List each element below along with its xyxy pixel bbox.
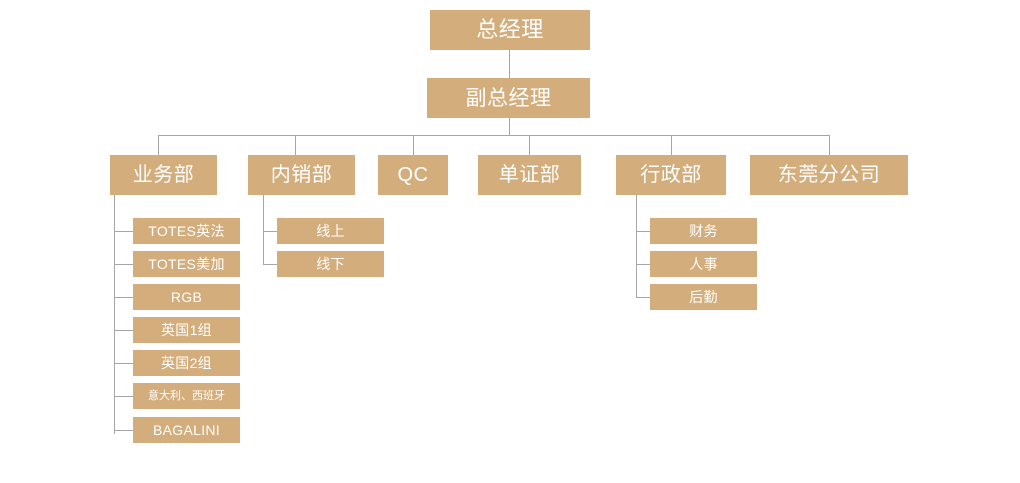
connector-business-spine — [114, 195, 115, 434]
node-domestic-sales-department[interactable]: 内销部 — [248, 155, 355, 195]
connector-business-stub-3 — [114, 297, 133, 298]
connector-administration-stub-1 — [636, 231, 650, 232]
node-qc-department[interactable]: QC — [378, 155, 448, 195]
leaf-finance[interactable]: 财务 — [650, 218, 757, 244]
leaf-logistics[interactable]: 后勤 — [650, 284, 757, 310]
connector-business-stub-7 — [114, 430, 133, 431]
node-label: TOTES英法 — [148, 223, 225, 239]
connector-domestic-sales-stub-2 — [263, 264, 277, 265]
connector-deputy-to-bus — [509, 118, 510, 135]
node-label: 意大利、西班牙 — [148, 389, 225, 402]
connector-root-to-deputy — [509, 50, 510, 78]
connector-administration-spine — [636, 195, 637, 297]
leaf-uk-group-1[interactable]: 英国1组 — [133, 317, 240, 343]
leaf-rgb[interactable]: RGB — [133, 284, 240, 310]
node-label: 内销部 — [270, 164, 333, 186]
node-documents-department[interactable]: 单证部 — [478, 155, 581, 195]
node-label: 英国1组 — [161, 322, 212, 338]
node-label: 业务部 — [132, 164, 195, 186]
node-label: 行政部 — [640, 164, 702, 186]
leaf-italy-spain[interactable]: 意大利、西班牙 — [133, 383, 240, 409]
node-label: 总经理 — [476, 17, 544, 42]
connector-bus-to-documents — [529, 135, 530, 155]
leaf-uk-group-2[interactable]: 英国2组 — [133, 350, 240, 376]
connector-business-stub-1 — [114, 231, 133, 232]
node-label: 单证部 — [498, 164, 561, 186]
connector-business-stub-6 — [114, 396, 133, 397]
node-label: 线上 — [316, 223, 345, 239]
node-label: RGB — [170, 289, 203, 305]
node-label: 后勤 — [689, 289, 718, 305]
leaf-totes-us-canada[interactable]: TOTES美加 — [133, 251, 240, 277]
connector-business-stub-2 — [114, 264, 133, 265]
connector-domestic-sales-stub-1 — [263, 231, 277, 232]
leaf-online[interactable]: 线上 — [277, 218, 384, 244]
connector-domestic-sales-spine — [263, 195, 264, 264]
node-label: 财务 — [689, 223, 718, 239]
connector-business-stub-5 — [114, 363, 133, 364]
connector-business-stub-4 — [114, 330, 133, 331]
connector-bus-to-dongguan-branch — [829, 135, 830, 155]
node-deputy-general-manager[interactable]: 副总经理 — [427, 78, 590, 118]
connector-department-bus — [158, 135, 830, 136]
connector-bus-to-administration — [671, 135, 672, 155]
node-label: 英国2组 — [161, 355, 212, 371]
node-label: 人事 — [689, 256, 718, 272]
node-general-manager[interactable]: 总经理 — [430, 10, 590, 50]
connector-bus-to-qc — [413, 135, 414, 155]
leaf-totes-uk-france[interactable]: TOTES英法 — [133, 218, 240, 244]
node-label: 线下 — [316, 256, 345, 272]
connector-bus-to-business — [158, 135, 159, 155]
node-label: BAGALINI — [153, 422, 220, 438]
connector-bus-to-domestic-sales — [295, 135, 296, 155]
node-label: 副总经理 — [465, 86, 552, 110]
node-business-department[interactable]: 业务部 — [110, 155, 217, 195]
connector-administration-stub-2 — [636, 264, 650, 265]
node-label: TOTES美加 — [148, 256, 225, 272]
node-administration-department[interactable]: 行政部 — [616, 155, 726, 195]
node-label: 东莞分公司 — [777, 164, 881, 186]
connector-administration-stub-3 — [636, 297, 650, 298]
leaf-bagalini[interactable]: BAGALINI — [133, 417, 240, 443]
node-label: QC — [397, 164, 429, 186]
leaf-offline[interactable]: 线下 — [277, 251, 384, 277]
node-dongguan-branch[interactable]: 东莞分公司 — [750, 155, 908, 195]
leaf-human-resources[interactable]: 人事 — [650, 251, 757, 277]
